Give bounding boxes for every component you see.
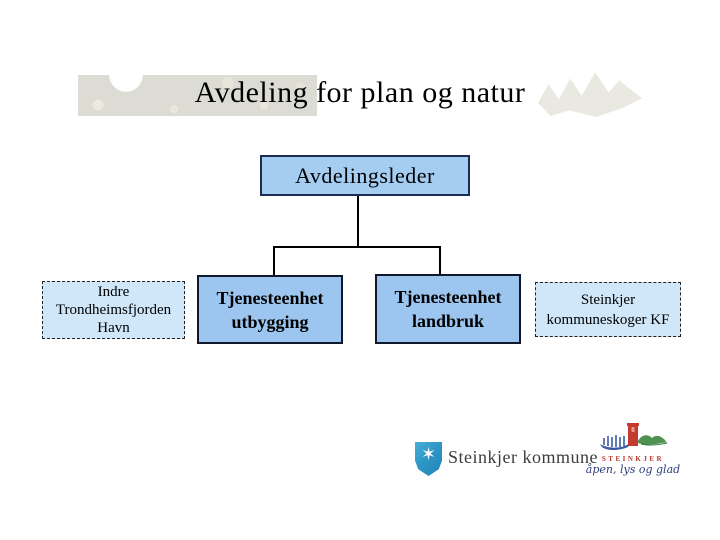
steinkjer-town-logo-icon xyxy=(600,423,667,450)
org-box-steinkjer-kommuneskoger-kf: Steinkjer kommuneskoger KF xyxy=(535,282,681,337)
connector-left-drop xyxy=(273,246,275,276)
org-box-label-line: Trondheimsfjorden xyxy=(55,302,172,318)
watermark-band xyxy=(78,75,317,116)
org-box-label-line: Tjenesteenhet xyxy=(394,287,502,307)
org-box-label: Avdelingsleder xyxy=(295,162,435,188)
org-box-label-line: kommuneskoger KF xyxy=(546,311,670,328)
org-box-label-line: Havn xyxy=(97,320,130,336)
org-box-label-line: Steinkjer xyxy=(580,291,636,308)
steinkjer-logo-slogan: åpen, lys og glad xyxy=(585,463,681,476)
org-box-tjenesteenhet-utbygging: Tjenesteenhet utbygging xyxy=(197,275,343,344)
six-pointed-star-icon: ✶ xyxy=(420,444,437,465)
municipality-name: Steinkjer kommune xyxy=(448,447,598,467)
org-box-label-line: utbygging xyxy=(231,311,309,332)
coat-of-arms-shield-icon: ✶ xyxy=(415,442,442,476)
steinkjer-logo-wordmark: STEINKJER xyxy=(601,455,665,463)
connector-horizontal xyxy=(273,246,441,248)
connector-root-vertical xyxy=(357,196,359,248)
org-box-indre-trondheimsfjorden-havn: Indre Trondheimsfjorden Havn xyxy=(42,281,185,339)
org-box-avdelingsleder: Avdelingsleder xyxy=(260,155,470,196)
connector-right-drop xyxy=(439,246,441,275)
org-box-tjenesteenhet-landbruk: Tjenesteenhet landbruk xyxy=(375,274,521,344)
org-box-label-line: Indre xyxy=(97,284,130,300)
org-box-label-line: Tjenesteenhet xyxy=(216,287,324,308)
page-title: Avdeling for plan og natur xyxy=(194,76,526,109)
org-box-label-line: landbruk xyxy=(411,311,485,331)
